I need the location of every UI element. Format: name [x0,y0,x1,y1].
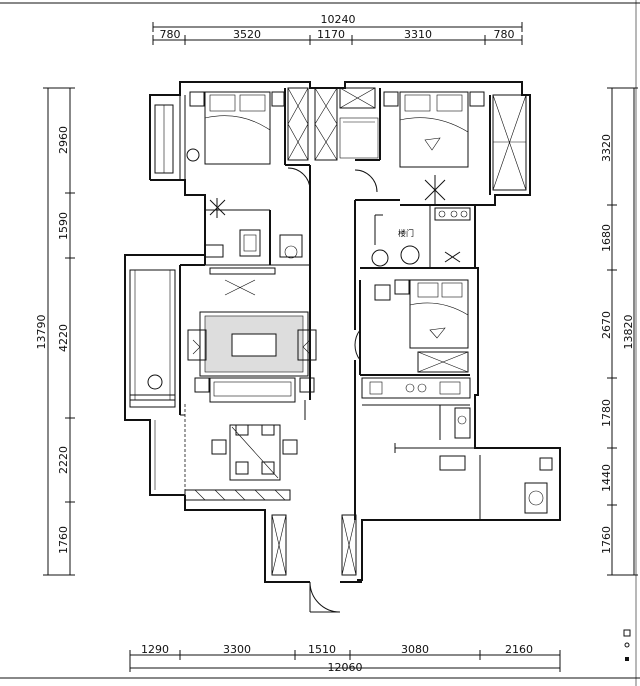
bathroom-2-fixtures [371,207,471,267]
living-room-rug [199,311,309,377]
left-dimension-2: 1590 [57,212,70,240]
armchair-right [297,329,317,361]
dining-table [211,424,298,481]
bottom-dimension-3: 1510 [308,643,336,656]
sofa [194,377,315,403]
right-dimension-6: 1760 [600,526,613,554]
right-dimension-2: 1680 [600,224,613,252]
left-dimension-5: 1760 [57,526,70,554]
balcony-left-chair-icon [147,374,163,390]
bedroom-2-bed [383,91,485,168]
bedroom-3-bed [374,279,469,349]
kitchen-counter [361,377,471,406]
balcony-fixtures [394,443,553,520]
top-total-dimension: 10240 [321,13,356,26]
left-total-dimension: 13790 [35,315,48,350]
left-dimension-4: 2220 [57,446,70,474]
right-dimension-lines [607,87,638,576]
bathroom-1-fixtures [204,198,303,259]
top-dimension-5: 780 [494,28,515,41]
top-dimension-3: 1170 [317,28,345,41]
armchair-left [187,329,207,361]
balcony-left-bench [129,394,176,408]
wardrobes [184,87,469,576]
top-dimension-2: 3520 [233,28,261,41]
exterior-walls [124,81,561,583]
door-swing-bedroom3 [354,329,361,361]
left-dimension-3: 4220 [57,324,70,352]
bottom-dimension-2: 3300 [223,643,251,656]
top-dimension-1: 780 [160,28,181,41]
right-dimension-4: 1780 [600,399,613,427]
door-tag-label: 楼门 [398,228,414,238]
right-dimension-5: 1440 [600,464,613,492]
left-dimension-1: 2960 [57,126,70,154]
bedroom-2-wardrobe [339,117,379,159]
right-total-dimension: 13820 [622,315,635,350]
bottom-total-dimension: 12060 [328,661,363,674]
bottom-dimension-5: 2160 [505,643,533,656]
bedroom-1-bed [189,91,285,165]
bottom-dimension-1: 1290 [141,643,169,656]
top-dimension-4: 3310 [404,28,432,41]
legend-marks [623,629,631,661]
window-hatches [129,94,527,401]
ceiling-lamp-icon [424,175,446,205]
bottom-dimension-lines [129,650,561,672]
door-swing-bedroom2 [354,169,378,193]
top-dimension-lines [152,22,523,45]
door-swing-bedroom1 [287,167,311,191]
interior-walls [179,88,491,520]
tv-cabinet [209,267,276,296]
left-dimension-lines [43,87,75,576]
right-dimension-3: 2670 [600,311,613,339]
fridge [454,407,471,439]
entrance-door-swing [309,581,341,613]
bottom-dimension-4: 3080 [401,643,429,656]
bedroom-1-chair-icon [186,148,200,162]
right-dimension-1: 3320 [600,134,613,162]
